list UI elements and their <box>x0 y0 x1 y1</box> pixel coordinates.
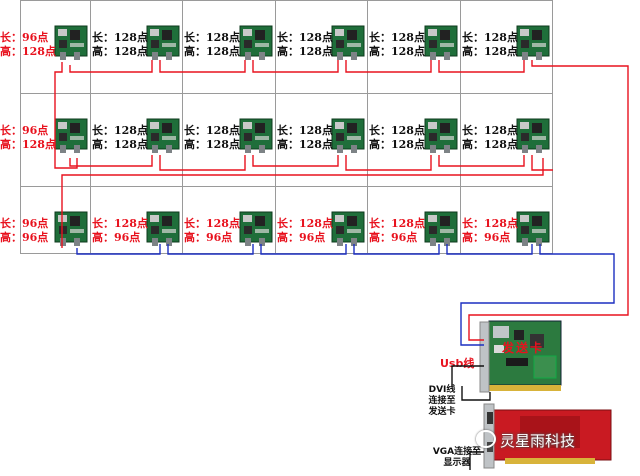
receiving-card <box>516 211 550 246</box>
receiving-card <box>146 211 180 246</box>
cabinet-size-label: 长：128点高：96点 <box>92 217 148 244</box>
brand-watermark: 灵星雨科技 <box>476 430 575 451</box>
cabinet-size-label: 长：128点高：96点 <box>369 217 425 244</box>
cabinet-size-label: 长：128点高：128点 <box>184 31 240 58</box>
receiving-card <box>331 25 365 60</box>
receiving-card <box>424 25 458 60</box>
cabinet-size-label: 长：96点高：128点 <box>0 124 56 151</box>
receiving-card <box>239 118 273 153</box>
receiving-card <box>146 25 180 60</box>
cabinet-size-label: 长：128点高：128点 <box>462 124 518 151</box>
cabinet-size-label: 长：96点高：128点 <box>0 31 56 58</box>
receiving-card <box>331 211 365 246</box>
receiving-card <box>516 25 550 60</box>
cabinet-size-label: 长：128点高：96点 <box>184 217 240 244</box>
cabinet-size-label: 长：128点高：128点 <box>369 124 425 151</box>
cabinet-size-label: 长：96点高：96点 <box>0 217 49 244</box>
cabinet-size-label: 长：128点高：128点 <box>277 31 333 58</box>
cabinet-size-label: 长：128点高：128点 <box>462 31 518 58</box>
cabinet-size-label: 长：128点高：128点 <box>92 124 148 151</box>
dvi-caption: DVI线 连接至 发送卡 <box>428 385 456 417</box>
cabinet-size-label: 长：128点高：128点 <box>184 124 240 151</box>
receiving-card <box>54 211 88 246</box>
send-card-label: 发送卡 <box>502 341 545 355</box>
receiving-card <box>239 211 273 246</box>
wechat-icon <box>476 430 496 448</box>
receiving-card <box>54 25 88 60</box>
cabinet-size-label: 长：128点高：96点 <box>277 217 333 244</box>
receiving-card <box>331 118 365 153</box>
vga-caption: VGA连接至 显示器 <box>432 447 482 468</box>
cabinet-size-label: 长：128点高：96点 <box>462 217 518 244</box>
cabinet-size-label: 长：128点高：128点 <box>92 31 148 58</box>
receiving-card <box>239 25 273 60</box>
receiving-card <box>424 118 458 153</box>
receiving-card <box>424 211 458 246</box>
cabinet-size-label: 长：128点高：128点 <box>277 124 333 151</box>
receiving-card <box>54 118 88 153</box>
receiving-card <box>146 118 180 153</box>
cabinet-size-label: 长：128点高：128点 <box>369 31 425 58</box>
receiving-card <box>516 118 550 153</box>
